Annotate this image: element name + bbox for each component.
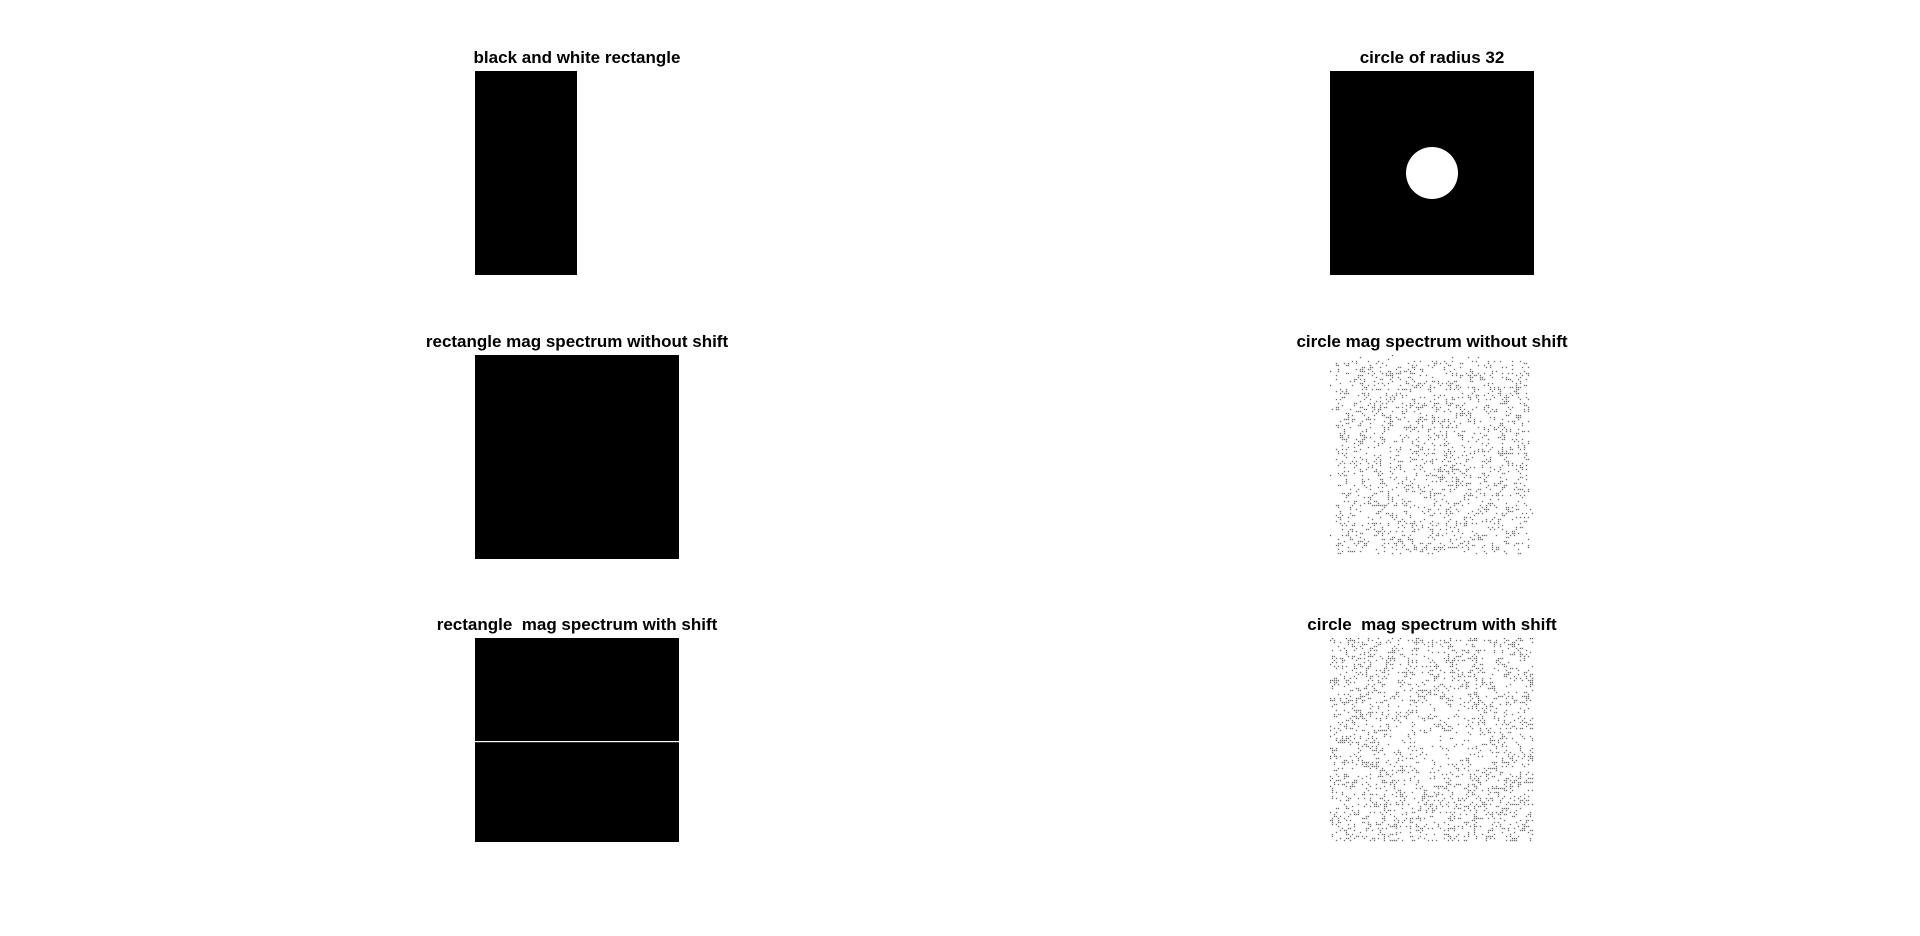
image-circle-mag-shift [1330,638,1534,842]
title-circle-mag-noshift: circle mag spectrum without shift [1296,332,1568,351]
image-circle-mag-noshift [1330,355,1534,559]
title-bw-rectangle: black and white rectangle [473,48,681,67]
title-rect-mag-noshift: rectangle mag spectrum without shift [425,332,729,351]
image-rect-mag-shift [475,638,679,842]
title-circle-mag-shift: circle mag spectrum with shift [1307,615,1557,634]
title-circle: circle of radius 32 [1359,48,1505,67]
image-rect-mag-noshift [475,355,679,559]
image-bw-rectangle [475,71,679,275]
image-circle [1330,71,1534,275]
title-rect-mag-shift: rectangle mag spectrum with shift [436,615,718,634]
